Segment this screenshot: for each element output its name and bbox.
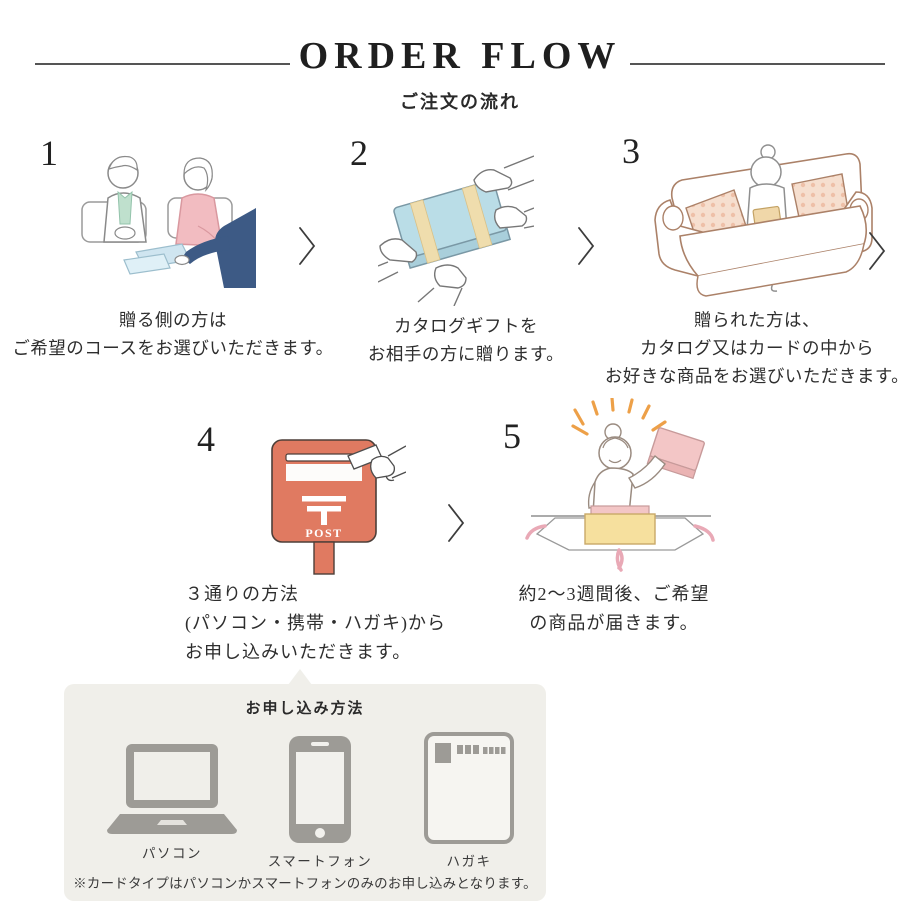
reading-catalog-on-sofa-illustration <box>654 144 873 297</box>
step-3-caption: 贈られた方は、 カタログ又はカードの中から お好きな商品をお選びいただきます。 <box>594 306 920 390</box>
page-subtitle: ご注文の流れ <box>400 92 520 112</box>
page-title: ORDER FLOW <box>298 35 622 77</box>
step-1-caption: 贈る側の方は ご希望のコースをお選びいただきます。 <box>0 306 346 362</box>
caption-line: カタログギフトを <box>394 316 538 336</box>
caption-line: お相手の方に贈ります。 <box>367 344 565 364</box>
card-type-note: ※カードタイプはパソコンかスマートフォンのみのお申し込みとなります。 <box>73 876 537 891</box>
caption-line: お申し込みいただきます。 <box>185 641 412 662</box>
step-1-number: 1 <box>40 133 58 173</box>
postcard-icon <box>424 732 514 844</box>
caption-line: ご希望のコースをお選びいただきます。 <box>12 338 334 358</box>
step-3-number: 3 <box>622 131 640 171</box>
step-4-caption: ３通りの方法 (パソコン・携帯・ハガキ)から お申し込みいただきます。 <box>185 580 465 666</box>
laptop-icon <box>107 744 237 834</box>
opening-gift-illustration <box>525 398 715 572</box>
appbox-notch <box>288 669 312 685</box>
caption-line: お好きな商品をお選びいただきます。 <box>604 366 910 386</box>
step-2-caption: カタログギフトを お相手の方に贈ります。 <box>348 312 584 368</box>
caption-line: カタログ又はカードの中から <box>640 338 874 358</box>
chevron-right-icon <box>869 232 886 270</box>
step-5-number: 5 <box>503 416 521 456</box>
chevron-right-icon <box>578 227 595 265</box>
caption-line: 約2〜3週間後、ご希望 <box>518 584 710 604</box>
caption-line: の商品が届きます。 <box>529 612 699 633</box>
caption-line: 贈る側の方は <box>119 310 227 330</box>
method-label-pc: パソコン <box>142 846 202 861</box>
caption-line: (パソコン・携帯・ハガキ)から <box>185 612 446 633</box>
red-post-box-illustration: POST <box>271 439 406 575</box>
step-4-number: 4 <box>197 419 215 459</box>
step-2-number: 2 <box>350 133 368 173</box>
step-5-caption: 約2〜3週間後、ご希望 の商品が届きます。 <box>478 580 750 638</box>
caption-line: ３通りの方法 <box>185 584 299 604</box>
method-label-smartphone: スマートフォン <box>267 854 373 869</box>
chevron-right-icon <box>448 504 465 542</box>
method-label-postcard: ハガキ <box>446 854 492 869</box>
chevron-right-icon <box>299 227 316 265</box>
title-rule-left <box>35 63 290 65</box>
caption-line: 贈られた方は、 <box>694 310 820 330</box>
postbox-sign-label: POST <box>305 526 342 540</box>
smartphone-icon <box>289 736 351 843</box>
couple-consultation-illustration <box>81 155 256 288</box>
application-methods-title: お申し込み方法 <box>245 701 365 717</box>
gift-handover-illustration <box>378 155 534 306</box>
title-rule-right <box>630 63 885 65</box>
